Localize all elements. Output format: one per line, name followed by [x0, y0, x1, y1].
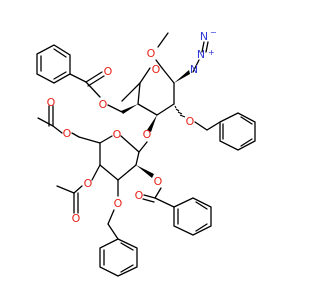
benzoyl-carbonyl-oxygen-2: O [135, 189, 144, 202]
acetyl-ester-oxygen-1: O [63, 127, 72, 140]
azide-negative-charge: − [210, 28, 217, 37]
benzoyl-ester-oxygen-1: O [99, 98, 108, 111]
bond-skeleton [36, 32, 256, 277]
benzyl-ether-oxygen-1: O [186, 115, 195, 128]
hashed-bond [174, 105, 186, 118]
ring-oxygen-lower: O [113, 128, 122, 141]
atom-labels: O O N N N O O O O O O O O O O O O [47, 30, 208, 225]
chemical-structure: O O N N N O O O O O O O O O O O O + − [36, 28, 256, 277]
azide-nitrogen-3: N [200, 30, 208, 43]
acetyl-ester-oxygen-2: O [84, 177, 93, 190]
azide-charges: + − [208, 28, 217, 57]
methoxy-oxygen: O [147, 47, 156, 60]
azide-positive-charge: + [208, 48, 215, 57]
acetyl-carbonyl-oxygen-1: O [47, 96, 56, 109]
benzoyl-ester-oxygen-2: O [154, 175, 163, 188]
azide-nitrogen-2: N [197, 48, 205, 61]
benzoyl-carbonyl-oxygen-1: O [104, 65, 113, 78]
ring-oxygen-upper: O [152, 63, 161, 76]
glycosidic-oxygen: O [143, 128, 152, 141]
azide-nitrogen-1: N [190, 63, 198, 76]
benzyl-ether-oxygen-2: O [114, 197, 123, 210]
acetyl-carbonyl-oxygen-2: O [72, 212, 81, 225]
